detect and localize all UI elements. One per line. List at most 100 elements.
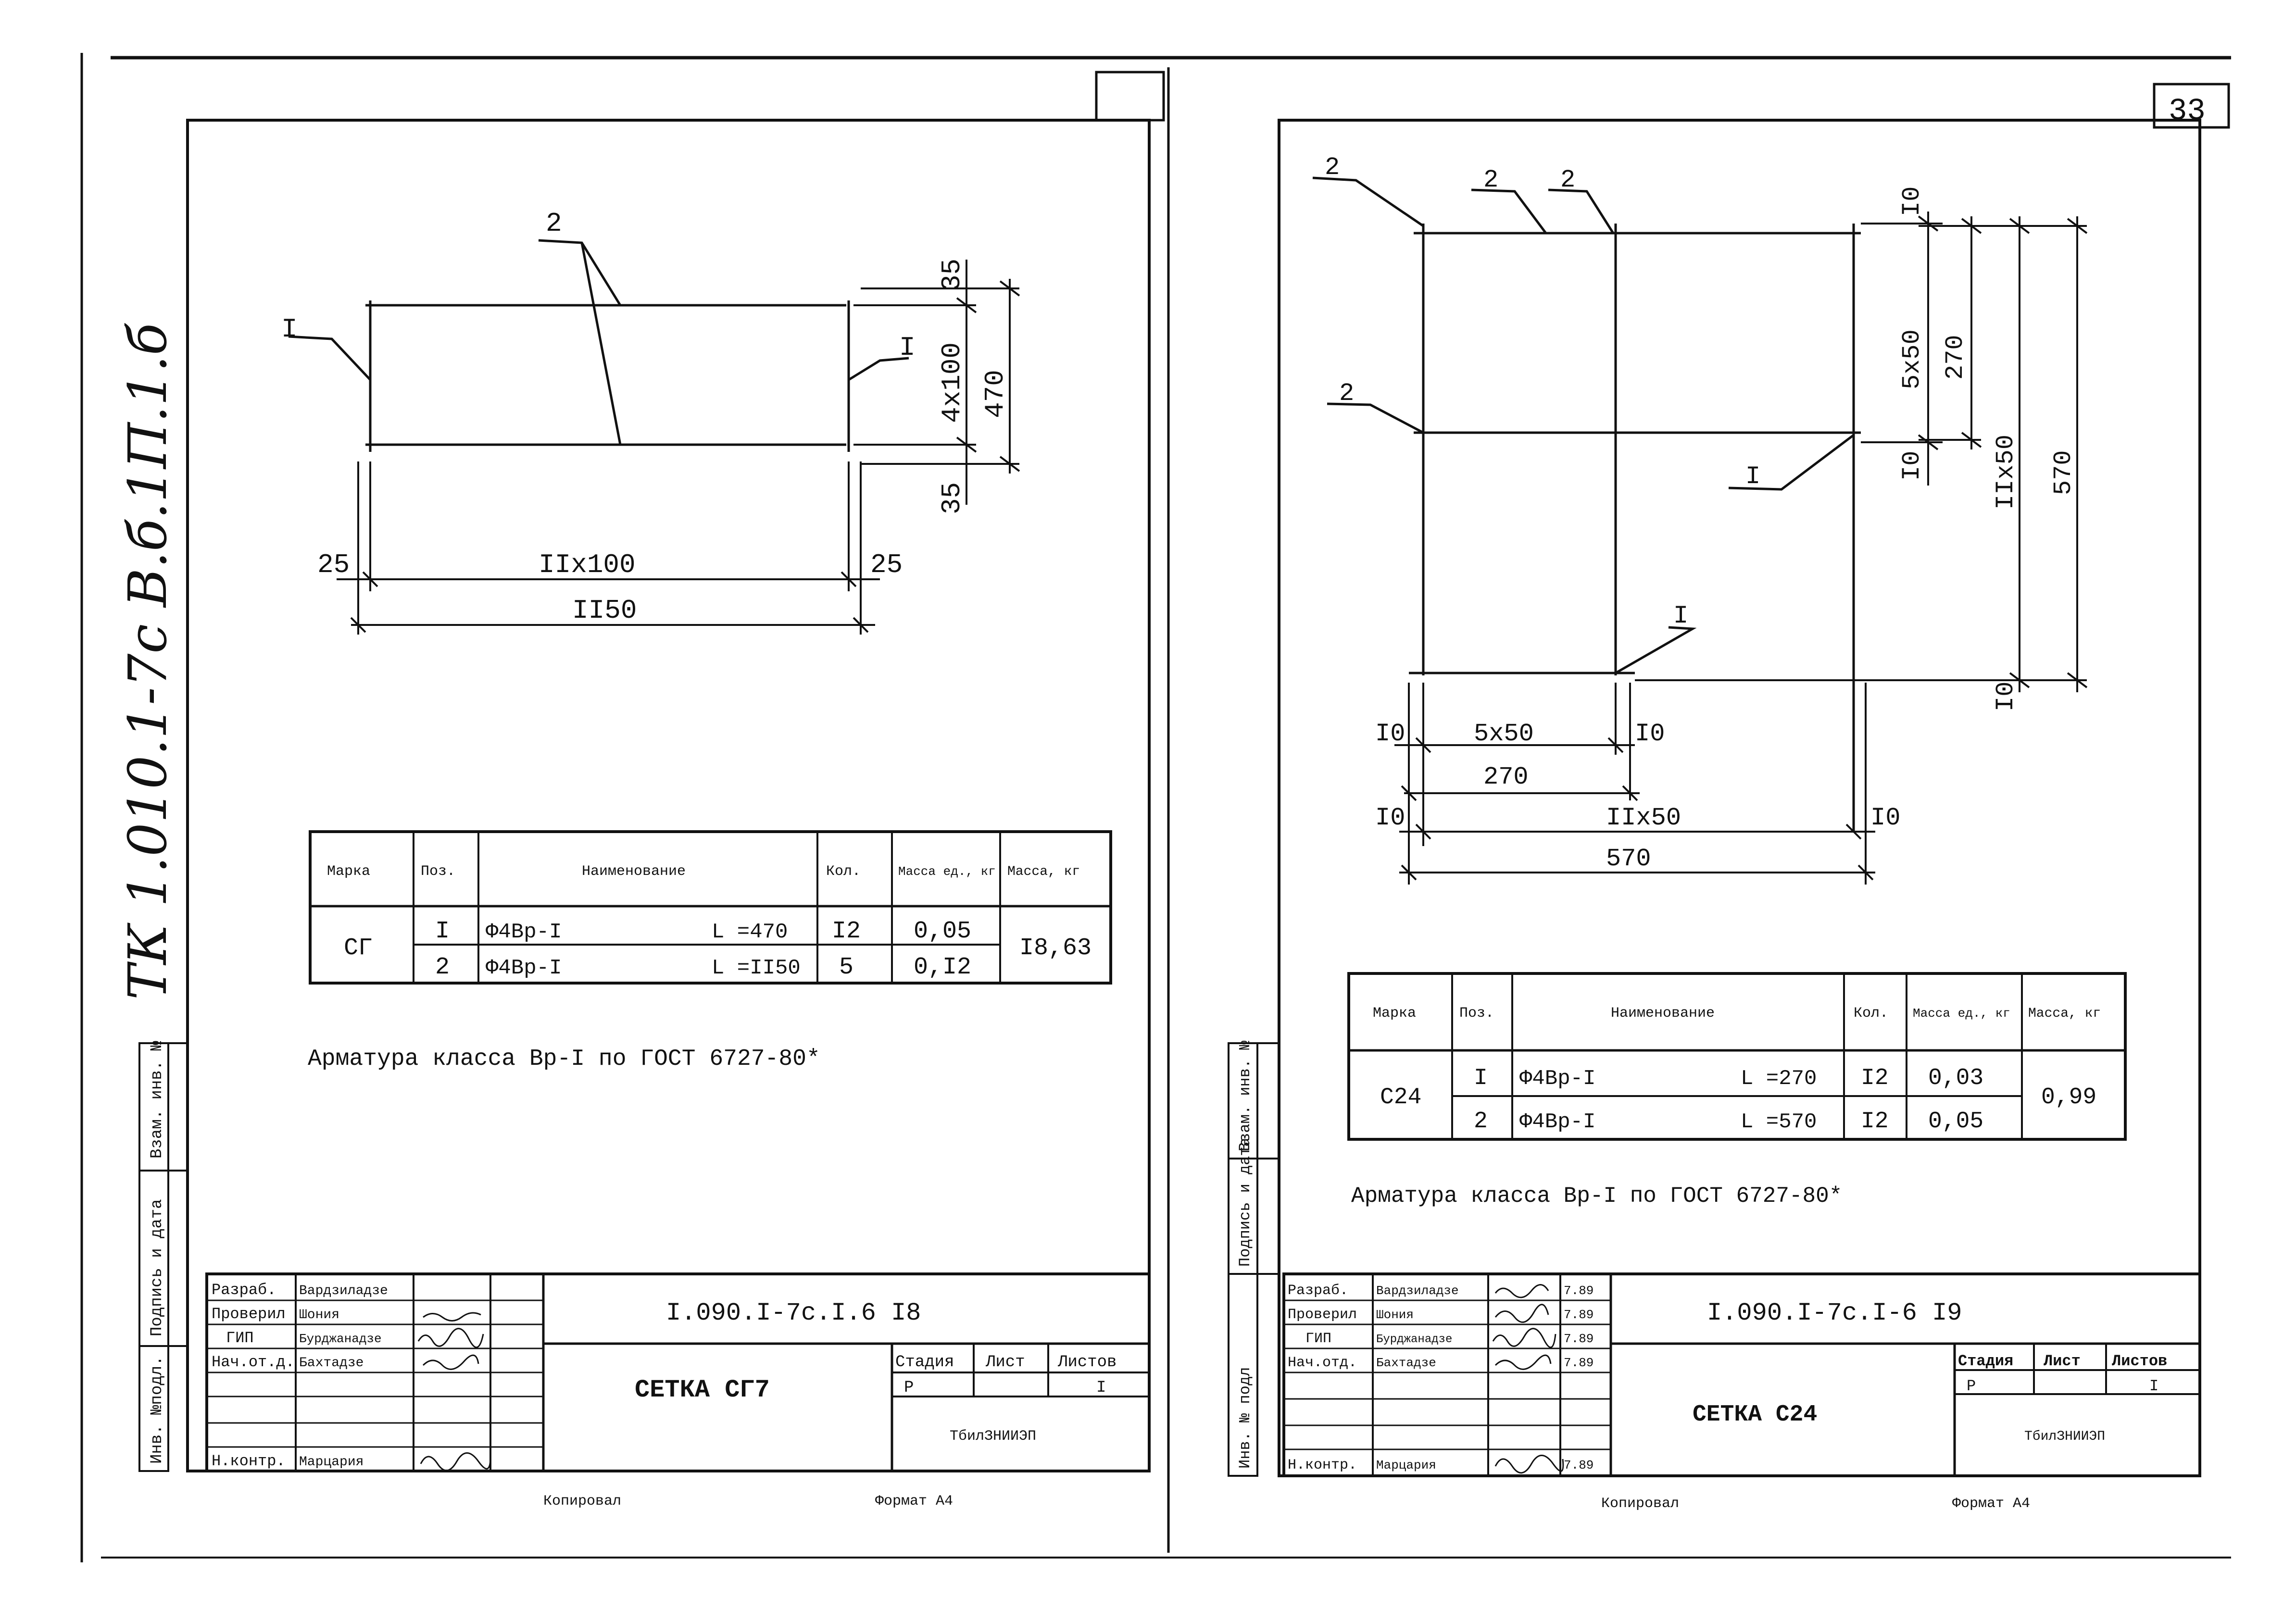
- row2-pos: 2: [435, 954, 450, 981]
- table-header-pos: Поз.: [421, 863, 455, 880]
- sheet-header-left: Лист: [985, 1353, 1025, 1372]
- row2-length: L =II50: [712, 956, 801, 980]
- row1-name-r: Ф4Вр-I: [1519, 1067, 1595, 1091]
- role-gip: ГИП: [226, 1329, 254, 1347]
- role-checker-r: Проверил: [1288, 1307, 1357, 1323]
- sheets-left: I: [1096, 1379, 1106, 1397]
- doc-title-right: СЕТКА С24: [1693, 1402, 1817, 1428]
- date-developer-r: 7.89: [1564, 1284, 1593, 1298]
- doc-code-left: I.090.I-7с.I.6 I8: [666, 1299, 921, 1327]
- table-header-unit-mass: Масса ед., кг: [898, 864, 996, 879]
- date-gip-r: 7.89: [1564, 1332, 1593, 1346]
- row1-pos-r: I: [1474, 1065, 1488, 1091]
- row1-unit-mass: 0,05: [914, 918, 971, 945]
- note-left: Арматура класса Вр-I по ГОСТ 6727-80*: [308, 1046, 820, 1072]
- role-norm-control: Н.контр.: [212, 1452, 286, 1470]
- dim-11x100: IIx100: [539, 549, 636, 580]
- dim-5x50-v: 5x50: [1898, 329, 1926, 389]
- row2-qty-r: I2: [1861, 1109, 1889, 1135]
- sidebar-label-sign: Подпись и дата: [148, 1199, 166, 1336]
- dim-270-h: 270: [1483, 763, 1529, 791]
- row2-length-r: L =570: [1741, 1110, 1817, 1134]
- dim-10-l3: I0: [1375, 804, 1405, 832]
- row2-unit-mass-r: 0,05: [1928, 1109, 1983, 1135]
- table-header-pos-r: Поз.: [1459, 1005, 1494, 1022]
- row1-length-r: L =270: [1741, 1067, 1817, 1091]
- spec-table-right: [1347, 972, 2127, 1141]
- doc-title-left: СЕТКА СГ7: [635, 1376, 770, 1404]
- dim-470: 470: [980, 370, 1011, 418]
- table-header-name-r: Наименование: [1611, 1005, 1715, 1022]
- date-head-r: 7.89: [1564, 1356, 1593, 1370]
- row1-qty-r: I2: [1861, 1065, 1889, 1091]
- sidebar-label-invno: Инв. №подл.: [148, 1356, 166, 1464]
- role-developer: Разраб.: [212, 1281, 276, 1299]
- sheet-header-right: Лист: [2044, 1352, 2081, 1370]
- dim-10-b: I0: [1898, 451, 1926, 481]
- row1-pos: I: [435, 918, 450, 945]
- name-checker-r: Шония: [1376, 1308, 1414, 1322]
- signature-marks-left: [417, 1312, 491, 1471]
- name-developer: Вардзиладзе: [299, 1284, 388, 1298]
- footer-format-left: Формат А4: [875, 1493, 953, 1509]
- table-header-unit-mass-r: Масса ед., кг: [1913, 1006, 2010, 1021]
- doc-code-right: I.090.I-7с.I-6 I9: [1707, 1299, 1962, 1327]
- label-pos2-d: 2: [1339, 379, 1354, 408]
- label-pos2-b: 2: [1483, 166, 1498, 194]
- role-head-r: Нач.отд.: [1288, 1355, 1357, 1371]
- name-norm-control: Марцария: [299, 1455, 364, 1470]
- stage-header-right: Стадия: [1958, 1352, 2013, 1370]
- sheets-header-left: Листов: [1057, 1353, 1117, 1372]
- label-pos2-a: 2: [1325, 153, 1340, 182]
- spec-table-left: [309, 830, 1112, 985]
- label-pos1-a: I: [1745, 462, 1760, 491]
- dim-1150: II50: [572, 595, 637, 626]
- label-pos1-b: I: [899, 332, 916, 363]
- dim-570-h: 570: [1606, 845, 1651, 873]
- dim-25-right: 25: [870, 549, 903, 580]
- date-checker-r: 7.89: [1564, 1308, 1593, 1322]
- table-header-mass-r: Масса, кг: [2028, 1006, 2101, 1021]
- dim-35-bottom: 35: [937, 482, 967, 514]
- name-head: Бахтадзе: [299, 1356, 364, 1371]
- title-block-right: [1282, 1272, 2201, 1477]
- dim-270-v: 270: [1941, 335, 1970, 380]
- table-mark-r: С24: [1380, 1085, 1421, 1110]
- label-pos1-b: I: [1673, 602, 1688, 630]
- role-head: Нач.от.д.: [212, 1353, 295, 1371]
- stage-right: Р: [1967, 1377, 1976, 1395]
- dim-10-l2: I0: [1635, 720, 1665, 748]
- page-number: 33: [2169, 94, 2206, 129]
- row2-name: Ф4Вр-I: [486, 956, 562, 980]
- mesh-drawing-right: [1312, 176, 2088, 885]
- sidebar-label-sign-r: Подпись и дата: [1236, 1137, 1254, 1267]
- label-pos1-a: I: [281, 314, 298, 345]
- dim-35-top: 35: [937, 259, 967, 291]
- sidebar-label-inv-r: Взам. инв. №: [1236, 1041, 1254, 1151]
- row1-length: L =470: [712, 920, 788, 944]
- sidebar-label-invno-r: Инв. № подл: [1236, 1367, 1254, 1469]
- role-checker: Проверил: [212, 1305, 286, 1323]
- name-checker: Шония: [299, 1308, 339, 1322]
- table-header-name: Наименование: [582, 863, 686, 880]
- title-block-left: [205, 1272, 1151, 1472]
- dim-570-v: 570: [2049, 450, 2078, 495]
- org-left: ТбилЗНИИЭП: [950, 1428, 1036, 1445]
- dim-11x50-v: IIx50: [1992, 435, 2020, 510]
- table-header-mass: Масса, кг: [1007, 864, 1080, 879]
- name-gip: Бурджанадзе: [299, 1332, 382, 1346]
- footer-copied-right: Копировал: [1601, 1496, 1679, 1512]
- role-gip-r: ГИП: [1305, 1331, 1331, 1347]
- row2-qty: 5: [839, 954, 853, 981]
- name-head-r: Бахтадзе: [1376, 1356, 1436, 1370]
- dim-10-l1: I0: [1375, 720, 1405, 748]
- dimension-labels-left: I I 2 35 4x100 470 35 25 IIx100 25 II50: [281, 208, 1011, 626]
- row2-unit-mass: 0,I2: [914, 954, 971, 981]
- note-right: Арматура класса Вр-I по ГОСТ 6727-80*: [1351, 1184, 1842, 1209]
- dim-25-left: 25: [317, 549, 350, 580]
- sheets-header-right: Листов: [2112, 1352, 2167, 1370]
- stage-header-left: Стадия: [895, 1353, 954, 1372]
- row1-unit-mass-r: 0,03: [1928, 1065, 1983, 1091]
- row1-qty: I2: [832, 918, 861, 945]
